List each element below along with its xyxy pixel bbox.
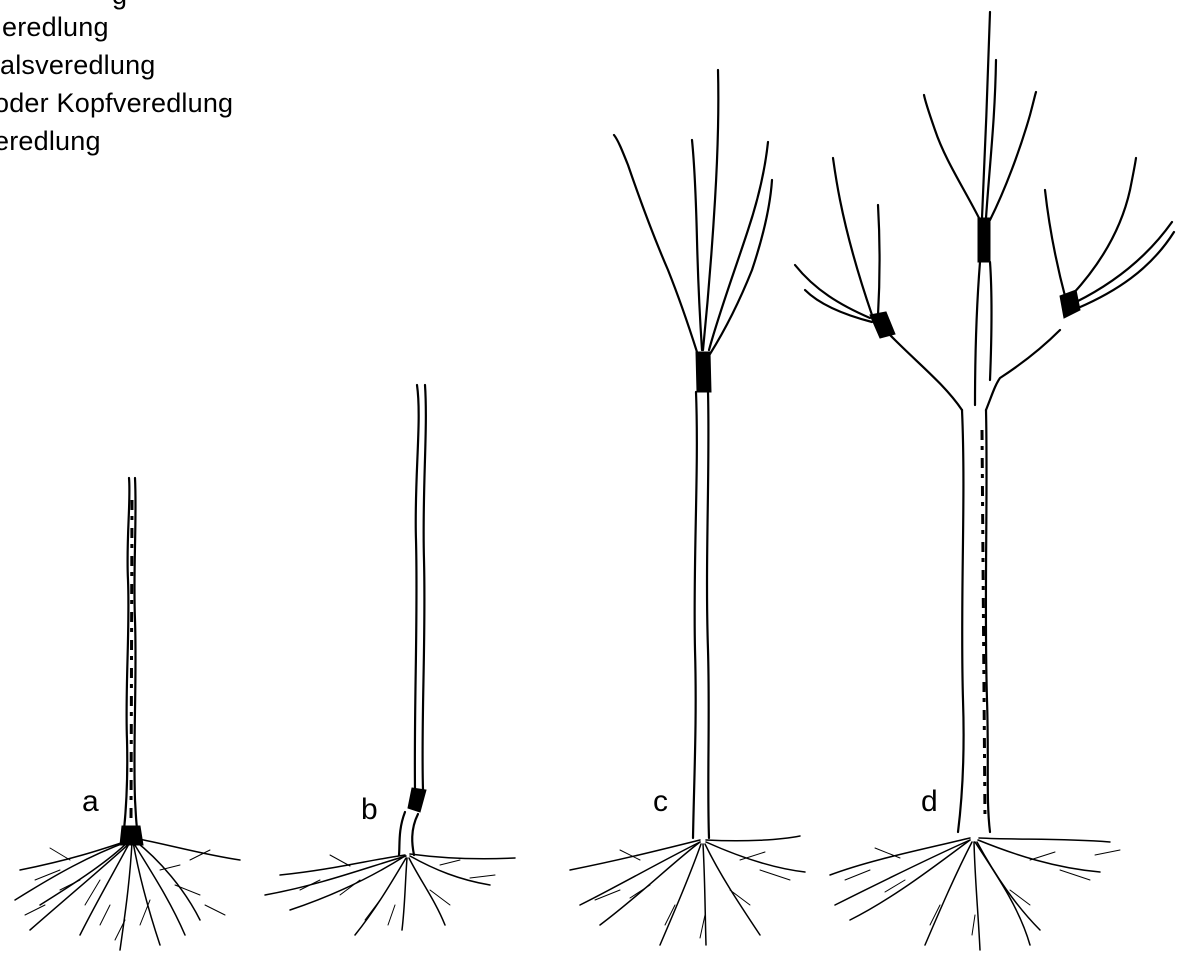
tree-b-drawing <box>265 385 515 935</box>
label-c: c <box>653 787 668 817</box>
tree-c-drawing <box>570 70 805 945</box>
label-d: d <box>921 787 938 817</box>
tree-a-drawing <box>15 478 240 950</box>
label-a: a <box>82 787 99 817</box>
label-b: b <box>361 795 378 825</box>
tree-d-drawing <box>795 12 1174 950</box>
